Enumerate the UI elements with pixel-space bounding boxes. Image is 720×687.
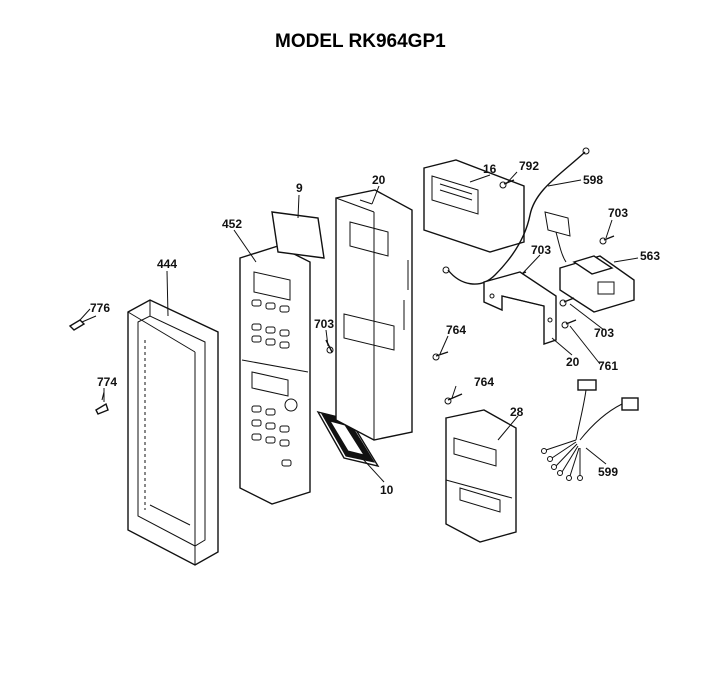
callout-599: 599 [598,465,618,479]
screw-761 [561,319,577,329]
callout-774: 774 [97,375,117,389]
main-housing-part [335,189,413,441]
callout-703-panel: 703 [314,317,334,331]
callout-764-upper: 764 [446,323,466,337]
clip-774-part [95,391,109,415]
callout-703-bottom: 703 [594,326,614,340]
callout-9: 9 [296,181,303,195]
callout-792: 792 [519,159,539,173]
callout-20-housing: 20 [372,173,386,187]
mounting-bracket-part [483,271,557,345]
callout-20-bracket: 20 [566,355,580,369]
callout-703-middle: 703 [531,243,551,257]
callout-444: 444 [157,257,177,271]
screw-764-lower [444,393,463,405]
callout-598: 598 [583,173,603,187]
model-title: MODEL RK964GP1 [275,31,446,52]
display-board-part [423,159,525,253]
control-panel-part [239,245,311,505]
callout-764-lower: 764 [474,375,494,389]
clip-776-part [68,315,97,331]
callout-761: 761 [598,359,618,373]
transformer-board-563 [559,255,635,313]
callout-563: 563 [640,249,660,263]
label-sheet-part [271,211,325,259]
wire-harness-598 [442,147,590,285]
screw-792 [499,179,515,189]
ribbon-cable [544,211,571,263]
power-board-28 [445,409,517,543]
screw-703-bottom [559,297,575,307]
screw-703-top-right [599,235,615,245]
wire-harness-599 [541,379,639,481]
callout-28: 28 [510,405,524,419]
callout-10: 10 [380,483,394,497]
callout-16: 16 [483,162,497,176]
callout-776: 776 [90,301,110,315]
callout-703-top-right: 703 [608,206,628,220]
leader-lines [79,171,639,483]
callout-452: 452 [222,217,242,231]
screw-764-upper [432,351,449,361]
door-frame-part [127,299,219,566]
